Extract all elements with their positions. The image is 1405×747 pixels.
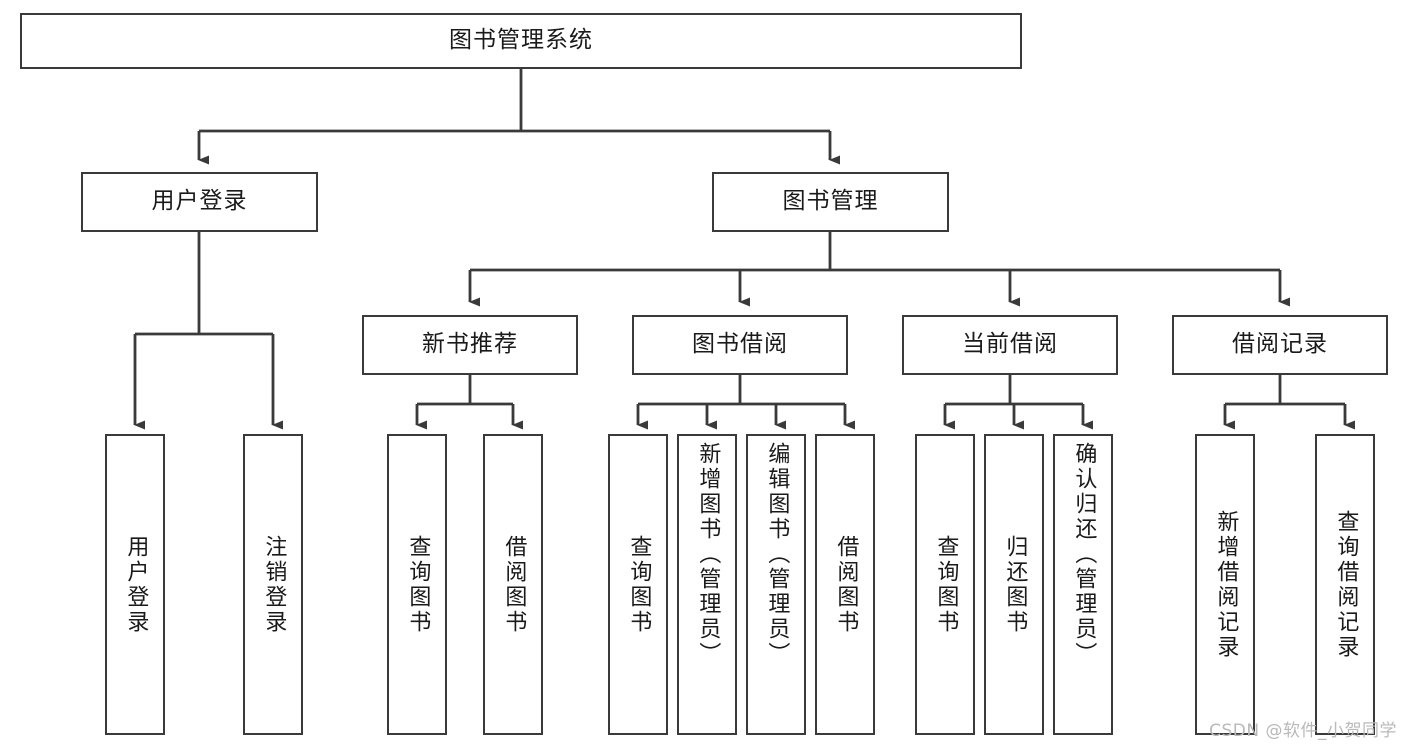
node-leaf-query-book-a-label: 查询图书 — [405, 534, 431, 635]
node-leaf-query-borrow-record[interactable]: 查询借阅记录 — [1315, 434, 1375, 735]
node-book-management[interactable]: 图书管理 — [712, 172, 949, 232]
node-leaf-add-book-admin-label: 新增图书（管理员） — [695, 442, 721, 667]
node-leaf-user-login[interactable]: 用户登录 — [105, 434, 165, 735]
node-leaf-confirm-return-admin[interactable]: 确认归还（管理员） — [1053, 434, 1113, 735]
node-leaf-edit-book-admin[interactable]: 编辑图书（管理员） — [746, 434, 806, 735]
node-leaf-borrow-book-b-label: 借阅图书 — [833, 534, 859, 635]
node-leaf-return-book[interactable]: 归还图书 — [984, 434, 1044, 735]
node-leaf-add-borrow-record[interactable]: 新增借阅记录 — [1195, 434, 1255, 735]
node-current-borrow-label: 当前借阅 — [962, 331, 1058, 358]
node-leaf-logout[interactable]: 注销登录 — [243, 434, 303, 735]
node-user-login-label: 用户登录 — [151, 188, 248, 215]
node-new-book-recommend[interactable]: 新书推荐 — [362, 315, 578, 375]
node-leaf-confirm-return-admin-label: 确认归还（管理员） — [1071, 442, 1097, 667]
node-book-management-label: 图书管理 — [782, 188, 879, 215]
node-current-borrow[interactable]: 当前借阅 — [902, 315, 1118, 375]
watermark-text: CSDN @软件_小贺同学 — [1209, 721, 1397, 741]
node-leaf-user-login-label: 用户登录 — [123, 534, 149, 635]
node-leaf-query-borrow-record-label: 查询借阅记录 — [1333, 509, 1359, 660]
node-leaf-query-book-c-label: 查询图书 — [933, 534, 959, 635]
node-borrow-records[interactable]: 借阅记录 — [1172, 315, 1388, 375]
node-leaf-query-book-b[interactable]: 查询图书 — [608, 434, 668, 735]
node-leaf-query-book-a[interactable]: 查询图书 — [387, 434, 447, 735]
node-borrow-records-label: 借阅记录 — [1232, 331, 1328, 358]
node-leaf-query-book-c[interactable]: 查询图书 — [915, 434, 975, 735]
node-new-book-recommend-label: 新书推荐 — [422, 331, 518, 358]
node-leaf-add-book-admin[interactable]: 新增图书（管理员） — [677, 434, 737, 735]
node-leaf-query-book-b-label: 查询图书 — [626, 534, 652, 635]
node-leaf-borrow-book-a[interactable]: 借阅图书 — [483, 434, 543, 735]
node-user-login[interactable]: 用户登录 — [81, 172, 318, 232]
node-leaf-edit-book-admin-label: 编辑图书（管理员） — [764, 442, 790, 667]
node-root-label: 图书管理系统 — [449, 27, 593, 54]
node-book-borrow-label: 图书借阅 — [692, 331, 788, 358]
node-book-borrow[interactable]: 图书借阅 — [632, 315, 848, 375]
node-leaf-borrow-book-b[interactable]: 借阅图书 — [815, 434, 875, 735]
node-root[interactable]: 图书管理系统 — [20, 13, 1022, 69]
node-leaf-logout-label: 注销登录 — [261, 534, 287, 635]
node-leaf-add-borrow-record-label: 新增借阅记录 — [1213, 509, 1239, 660]
node-leaf-borrow-book-a-label: 借阅图书 — [501, 534, 527, 635]
node-leaf-return-book-label: 归还图书 — [1002, 534, 1028, 635]
